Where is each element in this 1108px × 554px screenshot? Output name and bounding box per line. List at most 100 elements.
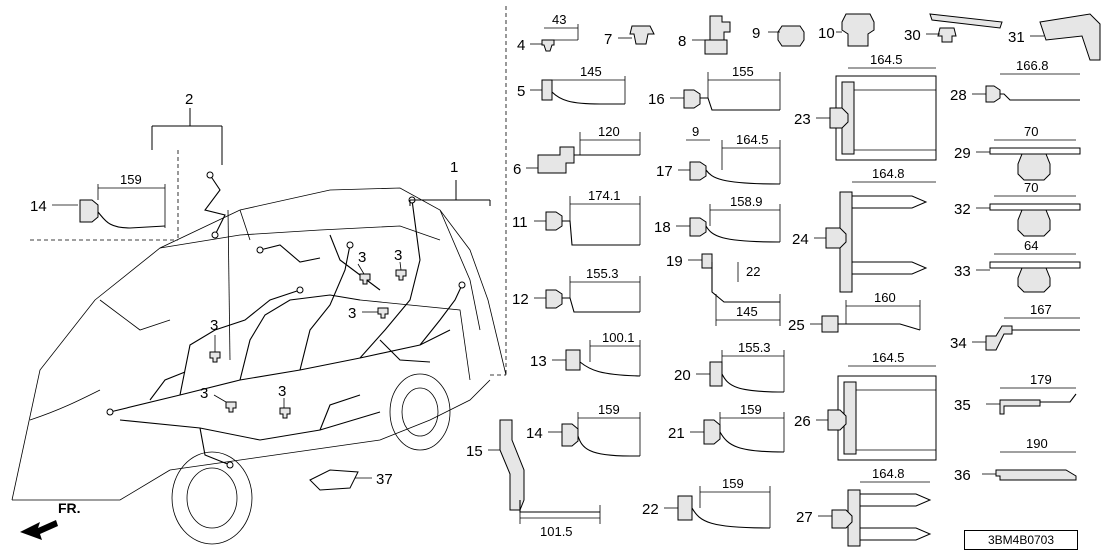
part-label-33: 33 (954, 263, 971, 280)
part-label-20: 20 (674, 367, 691, 384)
dimension-label: 164.5 (872, 350, 905, 365)
part-label-31: 31 (1008, 29, 1025, 46)
dimension-label: 155 (732, 64, 754, 79)
dimension-label: 158.9 (730, 194, 763, 209)
part-label-28: 28 (950, 87, 967, 104)
part-2-bracket (30, 108, 231, 361)
dimension-label: 70 (1024, 124, 1038, 139)
part-label-13: 13 (530, 353, 547, 370)
part-1-bracket (409, 180, 491, 206)
part-14-box-drawing (52, 184, 166, 229)
part-26-drawing (816, 365, 937, 461)
part-label-37: 37 (376, 471, 393, 488)
part-25-drawing (810, 300, 921, 333)
part-label-29: 29 (954, 145, 971, 162)
part-21-drawing (690, 412, 785, 453)
dimension-label: 43 (552, 12, 566, 27)
part-34-drawing (972, 317, 1080, 351)
dimension-label: 164.8 (872, 166, 905, 181)
dimension-label: 70 (1024, 180, 1038, 195)
part-label-4: 4 (517, 37, 525, 54)
part-23-drawing (816, 67, 937, 161)
dimension-label: 159 (598, 402, 620, 417)
part-label-7: 7 (604, 31, 612, 48)
part-label-35: 35 (954, 397, 971, 414)
dimension-label: 145 (736, 304, 758, 319)
part-label-12: 12 (512, 291, 529, 308)
part-label-14: 14 (30, 198, 47, 215)
part-label-3: 3 (200, 385, 208, 402)
part-label-30: 30 (904, 27, 921, 44)
part-30-drawing (926, 13, 1003, 43)
part-label-6: 6 (513, 161, 521, 178)
dimension-label: 166.8 (1016, 58, 1049, 73)
part-35-drawing (986, 387, 1077, 415)
dimension-label: 159 (740, 402, 762, 417)
dimension-label: 164.5 (736, 132, 769, 147)
part-label-19: 19 (666, 253, 683, 270)
part-label-5: 5 (517, 83, 525, 100)
wire-harness (106, 171, 466, 469)
dimension-label: 100.1 (602, 330, 635, 345)
dimension-label: 167 (1030, 302, 1052, 317)
part-label-3: 3 (394, 247, 402, 264)
part-37-drawing (309, 469, 372, 491)
part-9-drawing (768, 25, 805, 47)
part-label-27: 27 (796, 509, 813, 526)
part-22-drawing (664, 486, 771, 529)
part-19-drawing (688, 253, 781, 326)
catalog-code: 3BM4B0703 (964, 530, 1078, 550)
part-label-8: 8 (678, 33, 686, 50)
part-31-drawing (1030, 13, 1101, 61)
dimension-label: 160 (874, 290, 896, 305)
part-17-drawing (678, 139, 781, 185)
part-20-drawing (696, 350, 785, 393)
part-4-drawing (530, 24, 579, 52)
part-label-18: 18 (654, 219, 671, 236)
part-label-34: 34 (950, 335, 967, 352)
dimension-label: 190 (1026, 436, 1048, 451)
part-label-21: 21 (668, 425, 685, 442)
dimension-label: 120 (598, 124, 620, 139)
part-33-drawing (976, 253, 1081, 293)
vehicle-outline (11, 187, 507, 545)
dimension-label: 155.3 (738, 340, 771, 355)
part-label-25: 25 (788, 317, 805, 334)
grommet-leaders (213, 261, 402, 408)
part-5-drawing (530, 76, 626, 105)
part-label-26: 26 (794, 413, 811, 430)
dimension-label: 159 (120, 172, 142, 187)
part-label-1: 1 (450, 159, 458, 176)
part-36-drawing (982, 451, 1077, 481)
grommet-clips (209, 269, 407, 419)
dimension-label: 155.3 (586, 266, 619, 281)
part-7-drawing (618, 25, 655, 45)
dimension-label: 159 (722, 476, 744, 491)
part-label-14: 14 (526, 425, 543, 442)
part-29-drawing (976, 139, 1081, 181)
part-label-3: 3 (348, 305, 356, 322)
part-6-drawing (526, 132, 641, 174)
part-label-24: 24 (792, 231, 809, 248)
part-24-drawing (814, 181, 936, 293)
part-14-drawing (548, 412, 641, 457)
part-label-11: 11 (512, 214, 528, 231)
part-8-drawing (692, 15, 731, 55)
part-10-drawing (836, 13, 875, 47)
part-label-23: 23 (794, 111, 811, 128)
part-18-drawing (676, 204, 781, 243)
front-direction-label: FR. (58, 500, 81, 516)
part-label-10: 10 (818, 25, 835, 42)
dimension-label: 164.5 (870, 52, 903, 67)
dimension-label: 22 (746, 264, 760, 279)
part-28-drawing (972, 73, 1080, 103)
part-label-2: 2 (185, 91, 193, 108)
part-label-17: 17 (656, 163, 673, 180)
part-label-36: 36 (954, 467, 971, 484)
dimension-label: 101.5 (540, 524, 573, 539)
front-arrow-icon (20, 520, 58, 540)
part-13-drawing (552, 340, 641, 377)
part-label-9: 9 (752, 25, 760, 42)
dimension-label: 145 (580, 64, 602, 79)
